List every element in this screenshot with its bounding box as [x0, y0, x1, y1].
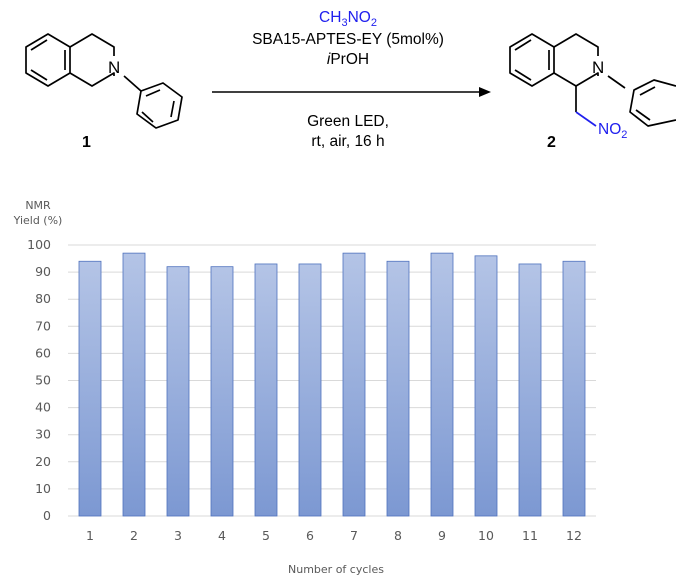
y-tick-label: 40: [35, 400, 51, 415]
y-tick-label: 50: [35, 373, 51, 388]
x-tick-label: 3: [174, 528, 182, 543]
reaction-arrow: [212, 87, 491, 97]
condition-temperature: rt, air, 16 h: [311, 133, 384, 150]
bar-cycle-6: [298, 263, 322, 517]
y-axis-title-line2: Yield (%): [13, 214, 63, 227]
reagent-nitromethane: CH3NO2: [319, 9, 377, 29]
y-axis-ticks: 0 10 20 30 40 50 60 70 80 90 100: [27, 237, 51, 523]
bar-cycle-9: [430, 252, 454, 517]
reaction-scheme: N 1 CH3NO2 SBA15-APTES-EY (5mol%) iPrOH …: [25, 9, 676, 151]
x-tick-label: 12: [566, 528, 582, 543]
bar-cycle-7: [342, 252, 366, 517]
bar-cycle-5: [254, 263, 278, 517]
x-tick-label: 11: [522, 528, 538, 543]
y-tick-label: 70: [35, 318, 51, 333]
x-axis-title: Number of cycles: [288, 563, 384, 576]
x-tick-label: 1: [86, 528, 94, 543]
y-tick-label: 100: [27, 237, 51, 252]
y-tick-label: 90: [35, 264, 51, 279]
bar-cycle-2: [122, 252, 146, 517]
nitro-group-label: NO2: [598, 121, 627, 141]
reactant-nitrogen-label: N: [108, 58, 120, 77]
product-label: 2: [547, 134, 556, 151]
x-tick-label: 6: [306, 528, 314, 543]
condition-light: Green LED,: [307, 113, 389, 130]
bar-cycle-8: [386, 260, 410, 517]
reactant-label: 1: [82, 134, 91, 151]
y-tick-label: 10: [35, 481, 51, 496]
reagent-solvent: iPrOH: [327, 51, 369, 68]
x-tick-label: 2: [130, 528, 138, 543]
x-tick-label: 7: [350, 528, 358, 543]
product-structure: [509, 33, 676, 127]
reactant-structure: [25, 33, 183, 129]
y-tick-label: 30: [35, 427, 51, 442]
reagent-catalyst: SBA15-APTES-EY (5mol%): [252, 31, 444, 48]
x-tick-label: 9: [438, 528, 446, 543]
bar-cycle-11: [518, 263, 542, 517]
bar-cycle-1: [78, 260, 102, 517]
y-axis-title-line1: NMR: [25, 199, 51, 212]
x-tick-label: 10: [478, 528, 494, 543]
y-tick-label: 0: [43, 508, 51, 523]
y-tick-label: 80: [35, 291, 51, 306]
nitro-bond: [575, 111, 597, 127]
y-tick-label: 60: [35, 345, 51, 360]
bar-cycle-4: [210, 266, 234, 517]
bar-cycle-3: [166, 266, 190, 517]
bar-cycle-12: [562, 260, 586, 517]
x-tick-label: 5: [262, 528, 270, 543]
bars: [78, 252, 586, 517]
bar-cycle-10: [474, 255, 498, 517]
gridlines: [68, 244, 596, 517]
x-tick-label: 4: [218, 528, 226, 543]
product-nitrogen-label: N: [592, 58, 604, 77]
y-tick-label: 20: [35, 454, 51, 469]
x-tick-label: 8: [394, 528, 402, 543]
